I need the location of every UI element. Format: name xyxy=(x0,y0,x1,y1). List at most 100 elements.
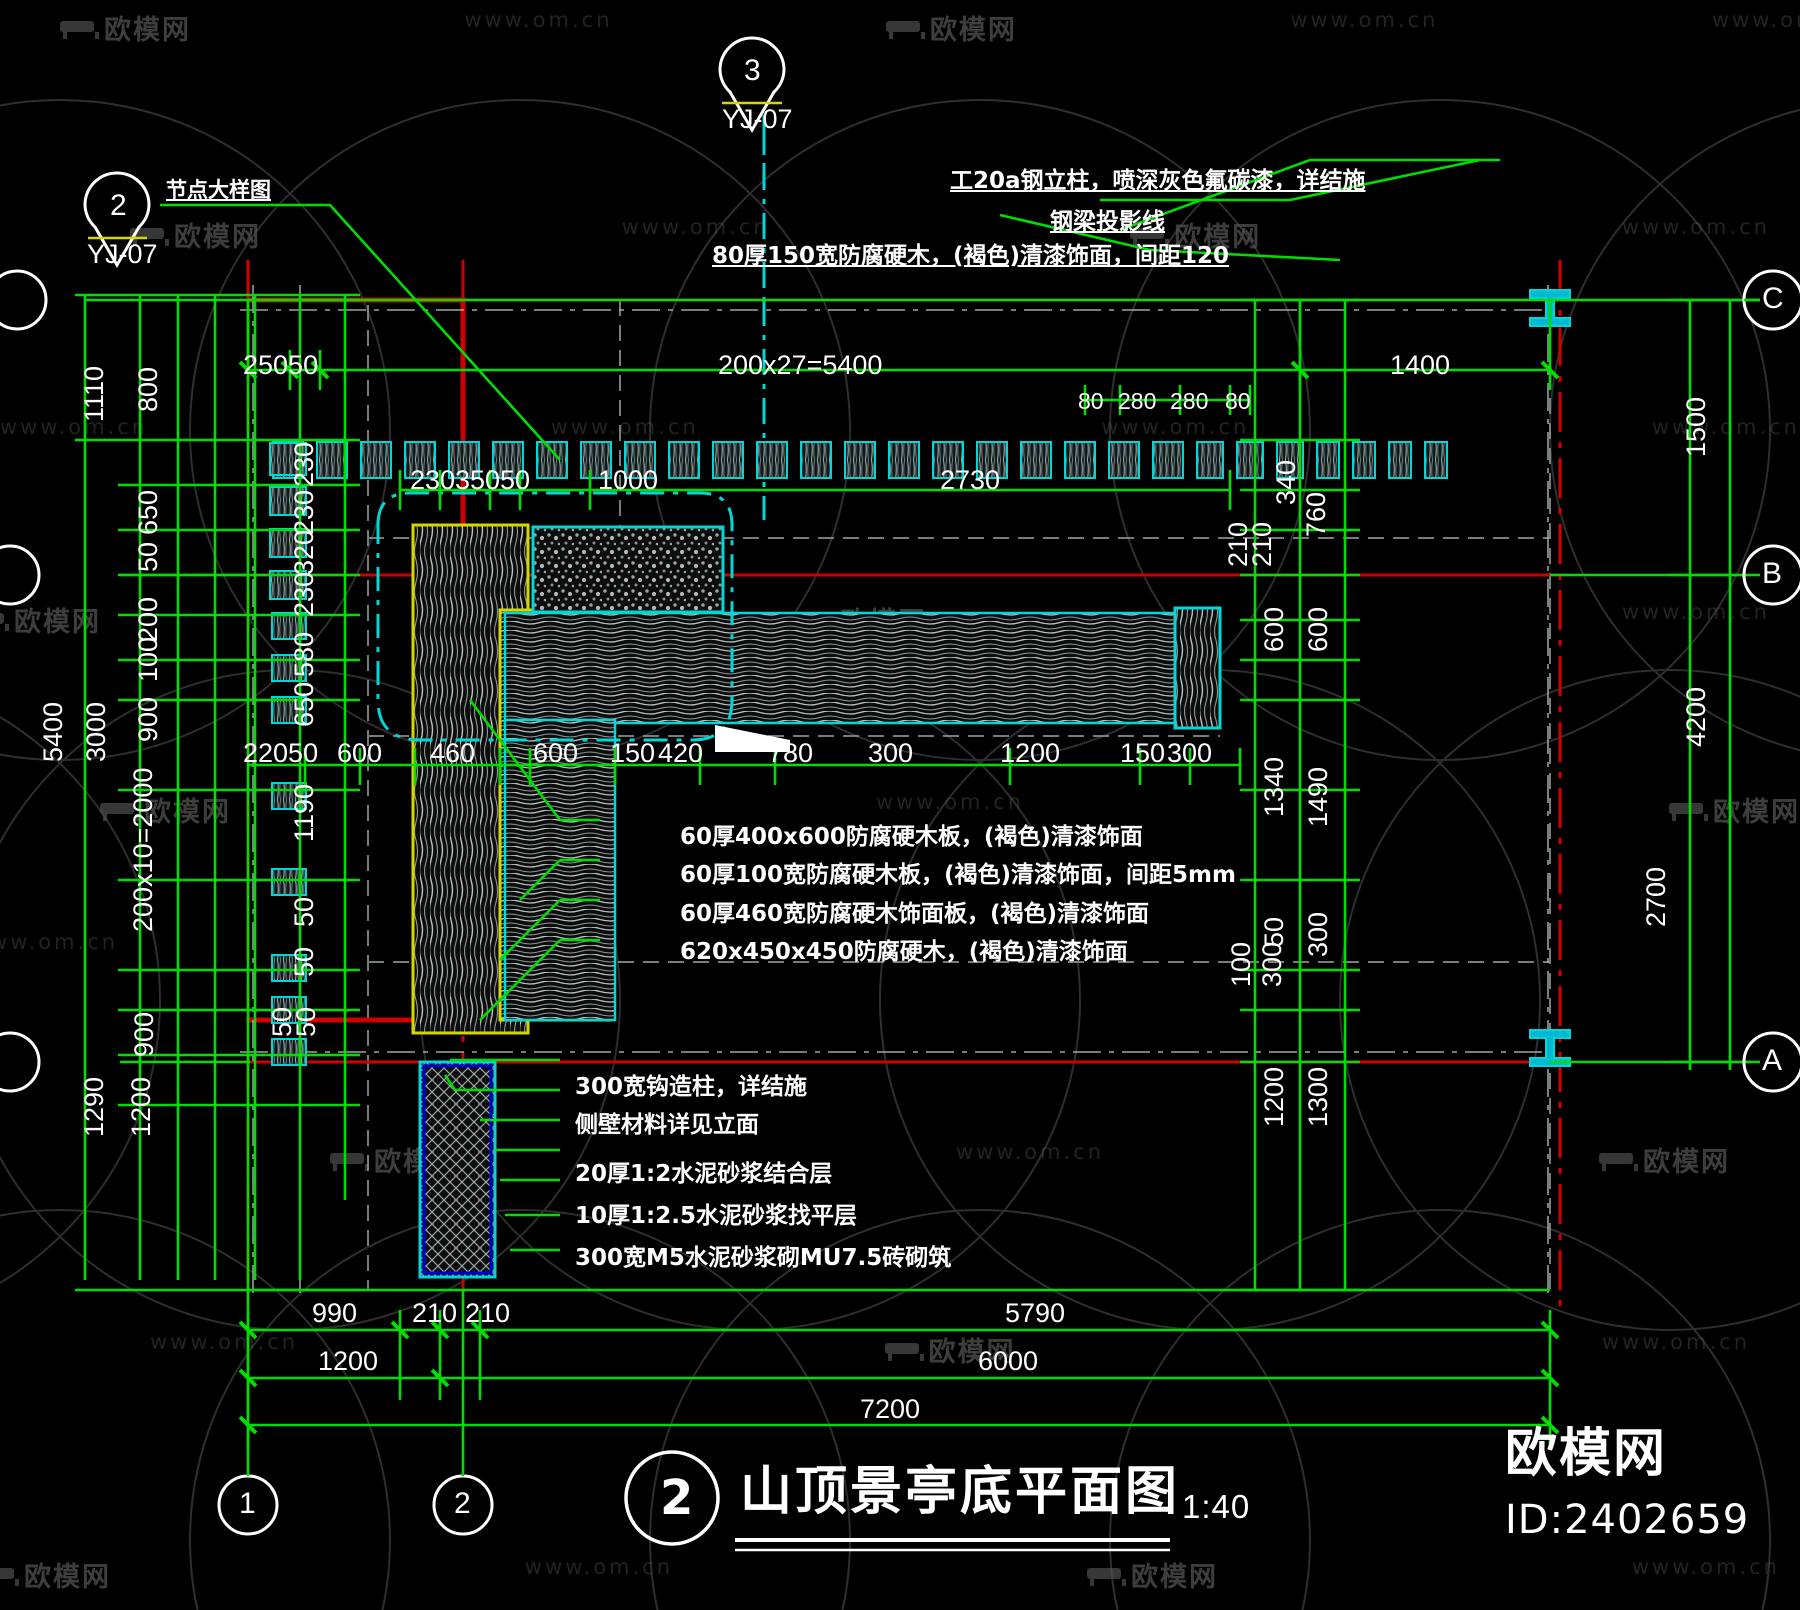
watermark-logo: 欧模网 xyxy=(0,1555,111,1594)
grid-bubble-A: A xyxy=(1762,1044,1783,1077)
taper-arrow-marker xyxy=(715,725,790,752)
annotation-hardwood-620: 620x450x450防腐硬木，(褐色)清漆饰面 xyxy=(680,939,1128,965)
watermark-url: www.om.cn xyxy=(1601,1330,1750,1354)
dim-420: 420 xyxy=(658,738,704,768)
brand-logo: 欧模网 xyxy=(1505,1424,1668,1484)
annotation-hardwood-400x600: 60厚400x600防腐硬木板，(褐色)清漆饰面 xyxy=(680,824,1143,850)
dimension-lines xyxy=(75,293,1760,1450)
dim-900-left: 900 xyxy=(133,696,163,742)
title-number: 2 xyxy=(660,1470,697,1526)
hardwood-bench-long xyxy=(503,606,1222,730)
annotation-mortar-20: 20厚1:2水泥砂浆结合层 xyxy=(575,1161,833,1187)
dim-600-a: 600 xyxy=(337,738,383,768)
sofa-icon xyxy=(884,1339,924,1361)
grid-bubble-2: 2 xyxy=(454,1487,471,1520)
dim-1200-r: 1200 xyxy=(1259,1066,1289,1127)
dim-300-r2: 300 xyxy=(1257,941,1287,987)
dim-340: 340 xyxy=(1271,459,1301,505)
title-marker xyxy=(624,1450,1170,1552)
watermark-url: www.om.cn xyxy=(550,415,699,439)
section-marker-3-sheet[interactable]: YJ-07 xyxy=(722,104,793,134)
dim-1400: 1400 xyxy=(1390,350,1451,380)
dim-150-b: 150 xyxy=(1120,738,1166,768)
watermark-url: www.om.cn xyxy=(1651,415,1800,439)
dim-150-a: 150 xyxy=(610,738,656,768)
dim-230: 230 xyxy=(410,465,456,495)
section-marker-2-sheet[interactable]: YJ-07 xyxy=(87,239,158,269)
watermark-logo: 欧模网 xyxy=(885,8,1017,47)
dim-6000: 6000 xyxy=(978,1346,1039,1376)
sofa-icon xyxy=(1086,1564,1126,1586)
brick-foundation xyxy=(418,1060,497,1279)
dim-300-b: 300 xyxy=(1167,738,1213,768)
dim-1340: 1340 xyxy=(1259,756,1289,817)
dim-7200: 7200 xyxy=(860,1394,921,1424)
dim-900-left2: 900 xyxy=(129,1011,159,1057)
sofa-icon xyxy=(1668,799,1708,821)
dim-230-a: 230 xyxy=(289,441,319,487)
section-marker-3-number[interactable]: 3 xyxy=(744,54,761,87)
watermark-logo: 欧模网 xyxy=(1130,215,1261,254)
watermark-logo: 欧模网 xyxy=(1086,1555,1218,1594)
watermark-url: www.om.cn xyxy=(1711,8,1800,32)
dim-650-left: 650 xyxy=(133,489,163,535)
annotation-mortar-10: 10厚1:2.5水泥砂浆找平层 xyxy=(575,1203,857,1229)
dim-5400: 5400 xyxy=(38,701,68,762)
dim-1300-r: 1300 xyxy=(1303,1066,1333,1127)
dim-760: 760 xyxy=(1301,491,1331,537)
dim-1490: 1490 xyxy=(1303,766,1333,827)
section-marker-2-number[interactable]: 2 xyxy=(110,189,127,222)
grid-bubble-leaders xyxy=(246,298,1760,1476)
dim-2730: 2730 xyxy=(940,465,1001,495)
dim-1500: 1500 xyxy=(1681,396,1711,457)
sofa-icon xyxy=(1598,1149,1638,1171)
dim-25050: 25050 xyxy=(243,350,319,380)
dim-1200-a: 1200 xyxy=(1000,738,1061,768)
watermark-url: www.om.cn xyxy=(464,8,613,32)
dim-200x10: 200x10=2000 xyxy=(128,767,158,932)
dim-320: 320 xyxy=(289,529,319,575)
dim-100-r: 100 xyxy=(1226,941,1256,987)
sofa-icon xyxy=(1130,224,1170,246)
sofa-icon xyxy=(130,224,169,246)
dim-200x27: 200x27=5400 xyxy=(718,350,883,380)
watermark-url: www.om.cn xyxy=(1101,415,1250,439)
watermark-url: www.om.cn xyxy=(955,1140,1105,1164)
dim-80-a: 80 xyxy=(1078,388,1104,414)
watermark-url: www.om.cn xyxy=(0,415,149,439)
drawing-title: 山顶景亭底平面图 xyxy=(740,1462,1181,1522)
dim-1000: 1000 xyxy=(598,465,659,495)
dim-600-r1: 600 xyxy=(1259,606,1289,652)
dim-50-top: 50 xyxy=(500,465,531,495)
dim-5790: 5790 xyxy=(1005,1298,1066,1328)
dim-990: 990 xyxy=(312,1298,358,1328)
watermark-logo: 欧模网 xyxy=(60,8,191,47)
watermark-url: www.om.cn xyxy=(150,1330,299,1354)
dim-80-b: 80 xyxy=(1225,388,1251,414)
section-marker-2 xyxy=(83,171,151,268)
dim-230-c: 230 xyxy=(289,571,319,617)
dim-100-left: 100 xyxy=(133,636,163,682)
annotation-brick-300: 300宽M5水泥砂浆砌MU7.5砖砌筑 xyxy=(575,1245,952,1271)
drawing-scale: 1:40 xyxy=(1182,1488,1251,1525)
watermark-url: www.om.cn xyxy=(524,1555,674,1579)
section-marker-3 xyxy=(718,36,786,133)
dim-300-r: 300 xyxy=(1303,911,1333,957)
watermark-url: www.om.cn xyxy=(621,215,770,239)
sofa-icon xyxy=(60,17,99,39)
dim-1200-b: 1200 xyxy=(318,1346,379,1376)
dim-580: 580 xyxy=(289,631,319,677)
dim-210-r2: 210 xyxy=(1247,521,1277,567)
watermark-url: www.om.cn xyxy=(1290,8,1439,32)
wood-slat-row xyxy=(272,441,1448,479)
dim-50-left: 50 xyxy=(133,541,163,572)
annotation-hardwood-460: 60厚460宽防腐硬木饰面板，(褐色)清漆饰面 xyxy=(680,901,1150,927)
annotation-hardwood-100: 60厚100宽防腐硬木板，(褐色)清漆饰面，间距5mm xyxy=(680,862,1236,888)
dim-300-a: 300 xyxy=(868,738,914,768)
cyan-rounded-outline xyxy=(376,491,734,742)
dim-800: 800 xyxy=(133,366,163,412)
dim-1190: 1190 xyxy=(289,783,319,842)
annotation-column-300: 300宽钩造柱，详结施 xyxy=(575,1074,808,1100)
gravel-block xyxy=(531,525,725,614)
